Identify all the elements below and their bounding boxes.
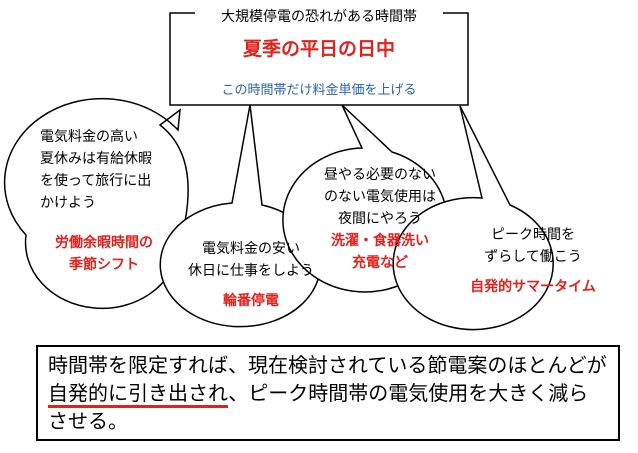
summary-box: 時間帯を限定すれば、現在検討されている節電案のほとんどが自発的に引き出され、ピー…	[36, 345, 620, 441]
top-box-headline: 夏季の平日の日中	[242, 38, 395, 60]
bubble-1-line: かけよう	[40, 195, 96, 211]
bubble-1-line: 夏休みは有給休暇	[40, 151, 152, 167]
bubble-3-text: 昼やる必要のない のない電気使用は 夜間にやろう	[300, 164, 460, 230]
bubble-3-highlight: 洗濯・食器洗い 充電など	[300, 230, 460, 274]
bubble-1-line: 電気料金の高い	[40, 129, 138, 145]
bubble-1-line: を使って旅行に出	[40, 173, 152, 189]
bubble-3-line: 昼やる必要のない	[324, 167, 436, 183]
bubble-4-highlight: 自発的サマータイム	[452, 276, 614, 298]
bubble-2-highlight: 輪番停電	[176, 290, 326, 312]
bubble-4-text: ピーク時間を ずらして働こう	[458, 224, 608, 268]
top-box-subline: この時間帯だけ料金単価を上げる	[221, 83, 417, 98]
summary-text-after: 、ピーク時間帯の電気使用を大きく減らさせる。	[48, 381, 589, 433]
summary-emphasis: 自発的に引き出され	[48, 381, 229, 408]
bubble-2-highlight-line: 輪番停電	[223, 293, 279, 309]
bubble-3-highlight-line: 洗濯・食器洗い	[331, 233, 429, 249]
summary-text-before: 時間帯を限定すれば、現在検討されている節電案のほとんどが	[48, 353, 607, 377]
bubble-3-line: 夜間にやろう	[338, 211, 422, 227]
top-box-frame	[169, 12, 469, 106]
bubble-2-text: 電気料金の安い 休日に仕事をしよう	[176, 238, 326, 282]
bubble-2-line: 電気料金の安い	[202, 241, 300, 257]
bubble-1-highlight-line: 季節シフト	[69, 257, 139, 273]
bubble-4-line: ずらして働こう	[484, 249, 582, 265]
bubble-1-highlight-line: 労働余暇時間の	[55, 235, 153, 251]
bubble-2-line: 休日に仕事をしよう	[188, 263, 314, 279]
bubble-3-highlight-line: 充電など	[352, 255, 408, 271]
bubble-4-highlight-line: 自発的サマータイム	[470, 279, 596, 295]
bubble-3-line: のない電気使用は	[324, 189, 436, 205]
top-box-label: 大規模停電の恐れがある時間帯	[195, 6, 443, 26]
bubble-1-text: 電気料金の高い 夏休みは有給休暇 を使って旅行に出 かけよう	[40, 126, 152, 214]
bubble-4-shape	[392, 105, 554, 331]
bubble-4-line: ピーク時間を	[491, 227, 575, 243]
bubble-1-highlight: 労働余暇時間の 季節シフト	[40, 232, 168, 276]
